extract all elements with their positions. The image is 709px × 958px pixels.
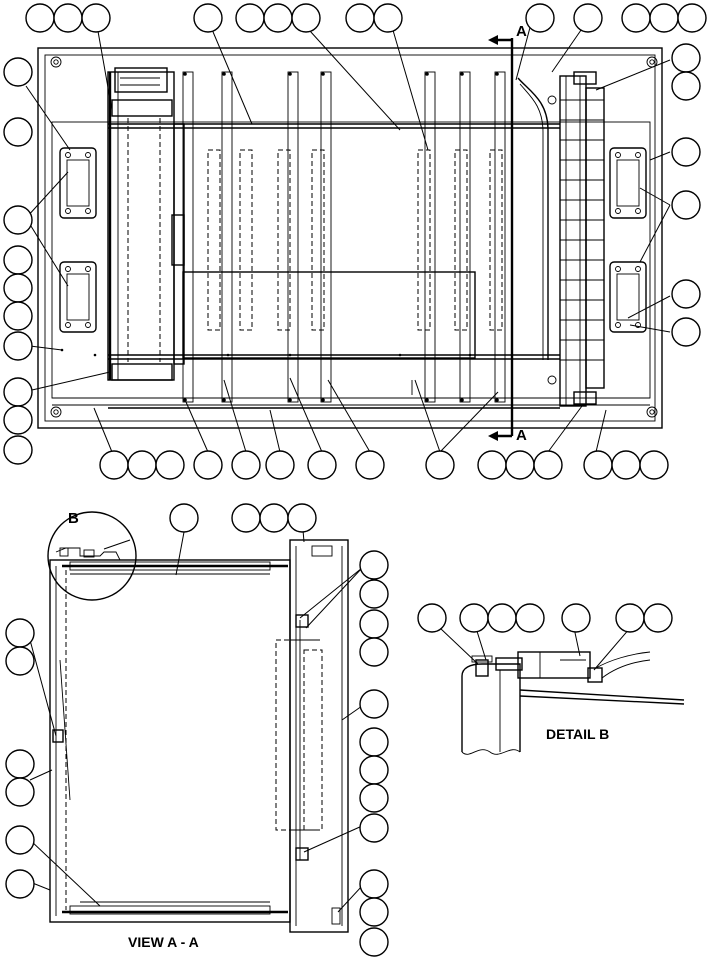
circuit-boards (182, 71, 506, 403)
view-caption: VIEW A - A (128, 934, 199, 950)
terminal-block-strip (547, 71, 605, 407)
section-enclosure-body (49, 559, 291, 923)
section-door (289, 539, 349, 933)
corner-mount-holes (50, 56, 658, 418)
detail-caption: DETAIL B (546, 726, 609, 742)
right-connector-plates (609, 147, 647, 333)
detail-b-view: DETAIL B (461, 651, 685, 755)
enclosure-inner-frame (44, 54, 656, 422)
left-channel (107, 67, 175, 381)
section-cut-line: A A (488, 23, 527, 444)
enclosure-outer-frame (37, 47, 663, 429)
detail-b-callout-bubbles (417, 603, 673, 633)
section-view-callout-bubbles (5, 503, 389, 957)
section-arrow-label-bottom: A (516, 427, 527, 444)
wire-harness (517, 77, 549, 360)
detail-b-circle (47, 511, 137, 601)
section-view-leaders (29, 517, 363, 913)
detail-marker-label: B (68, 510, 79, 527)
top-view-callout-bubbles (3, 3, 707, 480)
left-connector-plates (59, 147, 97, 333)
detail-b-leaders (439, 627, 631, 671)
section-view-a-a: B (47, 510, 349, 933)
top-view-leaders (25, 19, 671, 453)
section-arrow-label-top: A (516, 23, 527, 40)
card-cage-frame (182, 271, 476, 359)
detail-b-switch (517, 651, 591, 679)
detail-b-bracket (461, 663, 521, 752)
enclosure-top-view: A A (37, 23, 663, 444)
